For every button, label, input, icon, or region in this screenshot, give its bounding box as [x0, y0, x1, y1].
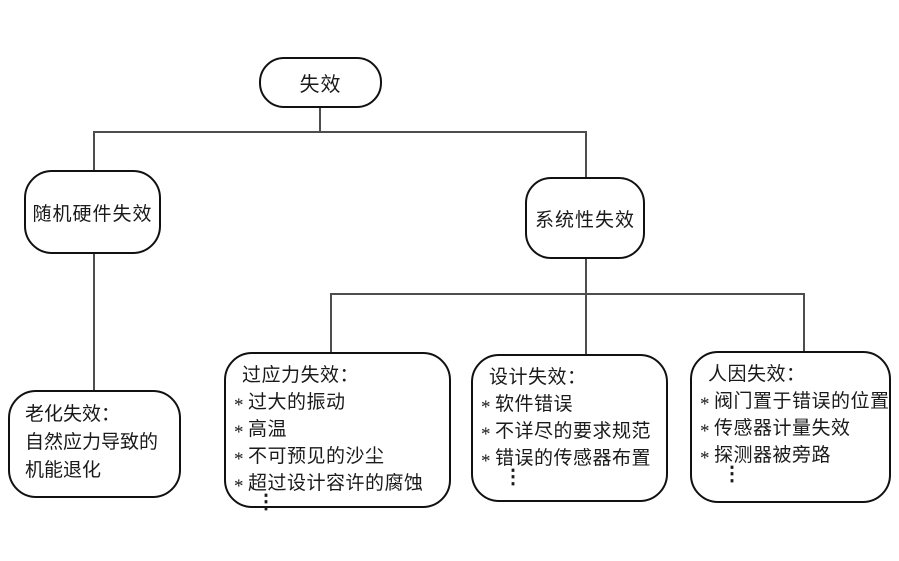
node-aging-failure: 老化失效： 自然应力导致的 机能退化	[8, 390, 181, 498]
list-item: *过大的振动	[234, 389, 443, 416]
list-item: *不详尽的要求规范	[481, 418, 660, 445]
connector-random-hardware-down	[93, 131, 95, 171]
node-systematic-failure: 系统性失效	[525, 177, 645, 259]
list-item: *错误的传感器布置	[481, 445, 660, 472]
item-text: 传感器计量失效	[714, 418, 851, 439]
item-text: 软件错误	[495, 394, 574, 415]
vertical-ellipsis: ⋮	[722, 463, 742, 485]
connector-root-down	[319, 107, 321, 132]
bullet: *	[234, 422, 244, 443]
item-text: 阀门置于错误的位置	[714, 391, 890, 412]
node-design-failure: 设计失效： *软件错误 *不详尽的要求规范 *错误的传感器布置 ⋮	[471, 354, 668, 502]
list-item: *超过设计容许的腐蚀	[234, 470, 443, 497]
node-random-hardware-failure: 随机硬件失效	[24, 170, 161, 254]
bullet: *	[700, 448, 710, 469]
node-human-title: 人因失效：	[708, 364, 806, 385]
node-aging-line3: 机能退化	[25, 460, 102, 481]
node-failure-root: 失效	[259, 57, 382, 108]
bullet: *	[481, 451, 491, 472]
node-design-title: 设计失效：	[489, 367, 587, 388]
connector-aging-down	[93, 253, 95, 391]
node-human-factor-failure: 人因失效： *阀门置于错误的位置 *传感器计量失效 *探测器被旁路 ⋮	[690, 351, 891, 503]
bullet: *	[481, 397, 491, 418]
connector-level2-horizontal	[330, 293, 804, 295]
node-random-hardware-label: 随机硬件失效	[32, 203, 153, 225]
item-text: 错误的传感器布置	[495, 448, 652, 469]
bullet: *	[481, 424, 491, 445]
connector-human-down	[803, 293, 805, 352]
node-overstress-failure: 过应力失效： *过大的振动 *高温 *不可预见的沙尘 *超过设计容许的腐蚀 ⋮	[224, 352, 451, 513]
item-text: 不详尽的要求规范	[495, 421, 652, 442]
node-overstress-title: 过应力失效：	[242, 365, 360, 386]
bullet: *	[234, 395, 244, 416]
item-text: 高温	[248, 419, 288, 440]
item-text: 超过设计容许的腐蚀	[248, 473, 424, 494]
vertical-ellipsis: ⋮	[503, 466, 523, 488]
vertical-ellipsis: ⋮	[256, 491, 276, 513]
bullet: *	[234, 449, 244, 470]
item-text: 不可预见的沙尘	[248, 446, 385, 467]
node-aging-line2: 自然应力导致的	[25, 432, 159, 453]
list-item: *探测器被旁路	[700, 442, 883, 469]
node-aging-title: 老化失效：	[25, 404, 121, 425]
node-systematic-label: 系统性失效	[534, 209, 635, 231]
connector-systematic-children-stem	[585, 258, 587, 294]
list-item: *高温	[234, 416, 443, 443]
list-item: *不可预见的沙尘	[234, 443, 443, 470]
node-failure-root-label: 失效	[299, 74, 342, 96]
bullet: *	[234, 476, 244, 497]
item-text: 过大的振动	[248, 392, 346, 413]
bullet: *	[700, 421, 710, 442]
list-item: *阀门置于错误的位置	[700, 388, 889, 415]
connector-level1-horizontal	[93, 131, 586, 133]
connector-design-down	[585, 293, 587, 355]
connector-systematic-down	[585, 131, 587, 178]
item-text: 探测器被旁路	[714, 445, 832, 466]
list-item: *软件错误	[481, 391, 660, 418]
list-item: *传感器计量失效	[700, 415, 883, 442]
bullet: *	[700, 394, 710, 415]
connector-overstress-down	[330, 293, 332, 353]
